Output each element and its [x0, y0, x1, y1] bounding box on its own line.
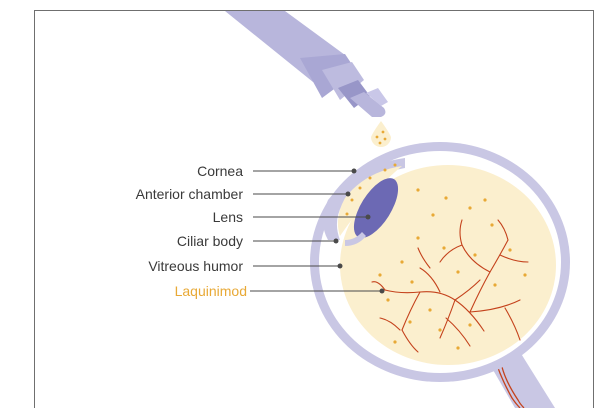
label-lens: Lens — [213, 209, 243, 225]
eye-drop-bottle — [225, 11, 388, 117]
label-ciliar-body: Ciliar body — [177, 233, 243, 249]
label-vitreous-humor: Vitreous humor — [148, 258, 243, 274]
label-laquinimod: Laquinimod — [175, 283, 247, 299]
medication-drop — [371, 121, 391, 147]
label-anterior-chamber: Anterior chamber — [136, 186, 243, 202]
label-cornea: Cornea — [197, 163, 243, 179]
